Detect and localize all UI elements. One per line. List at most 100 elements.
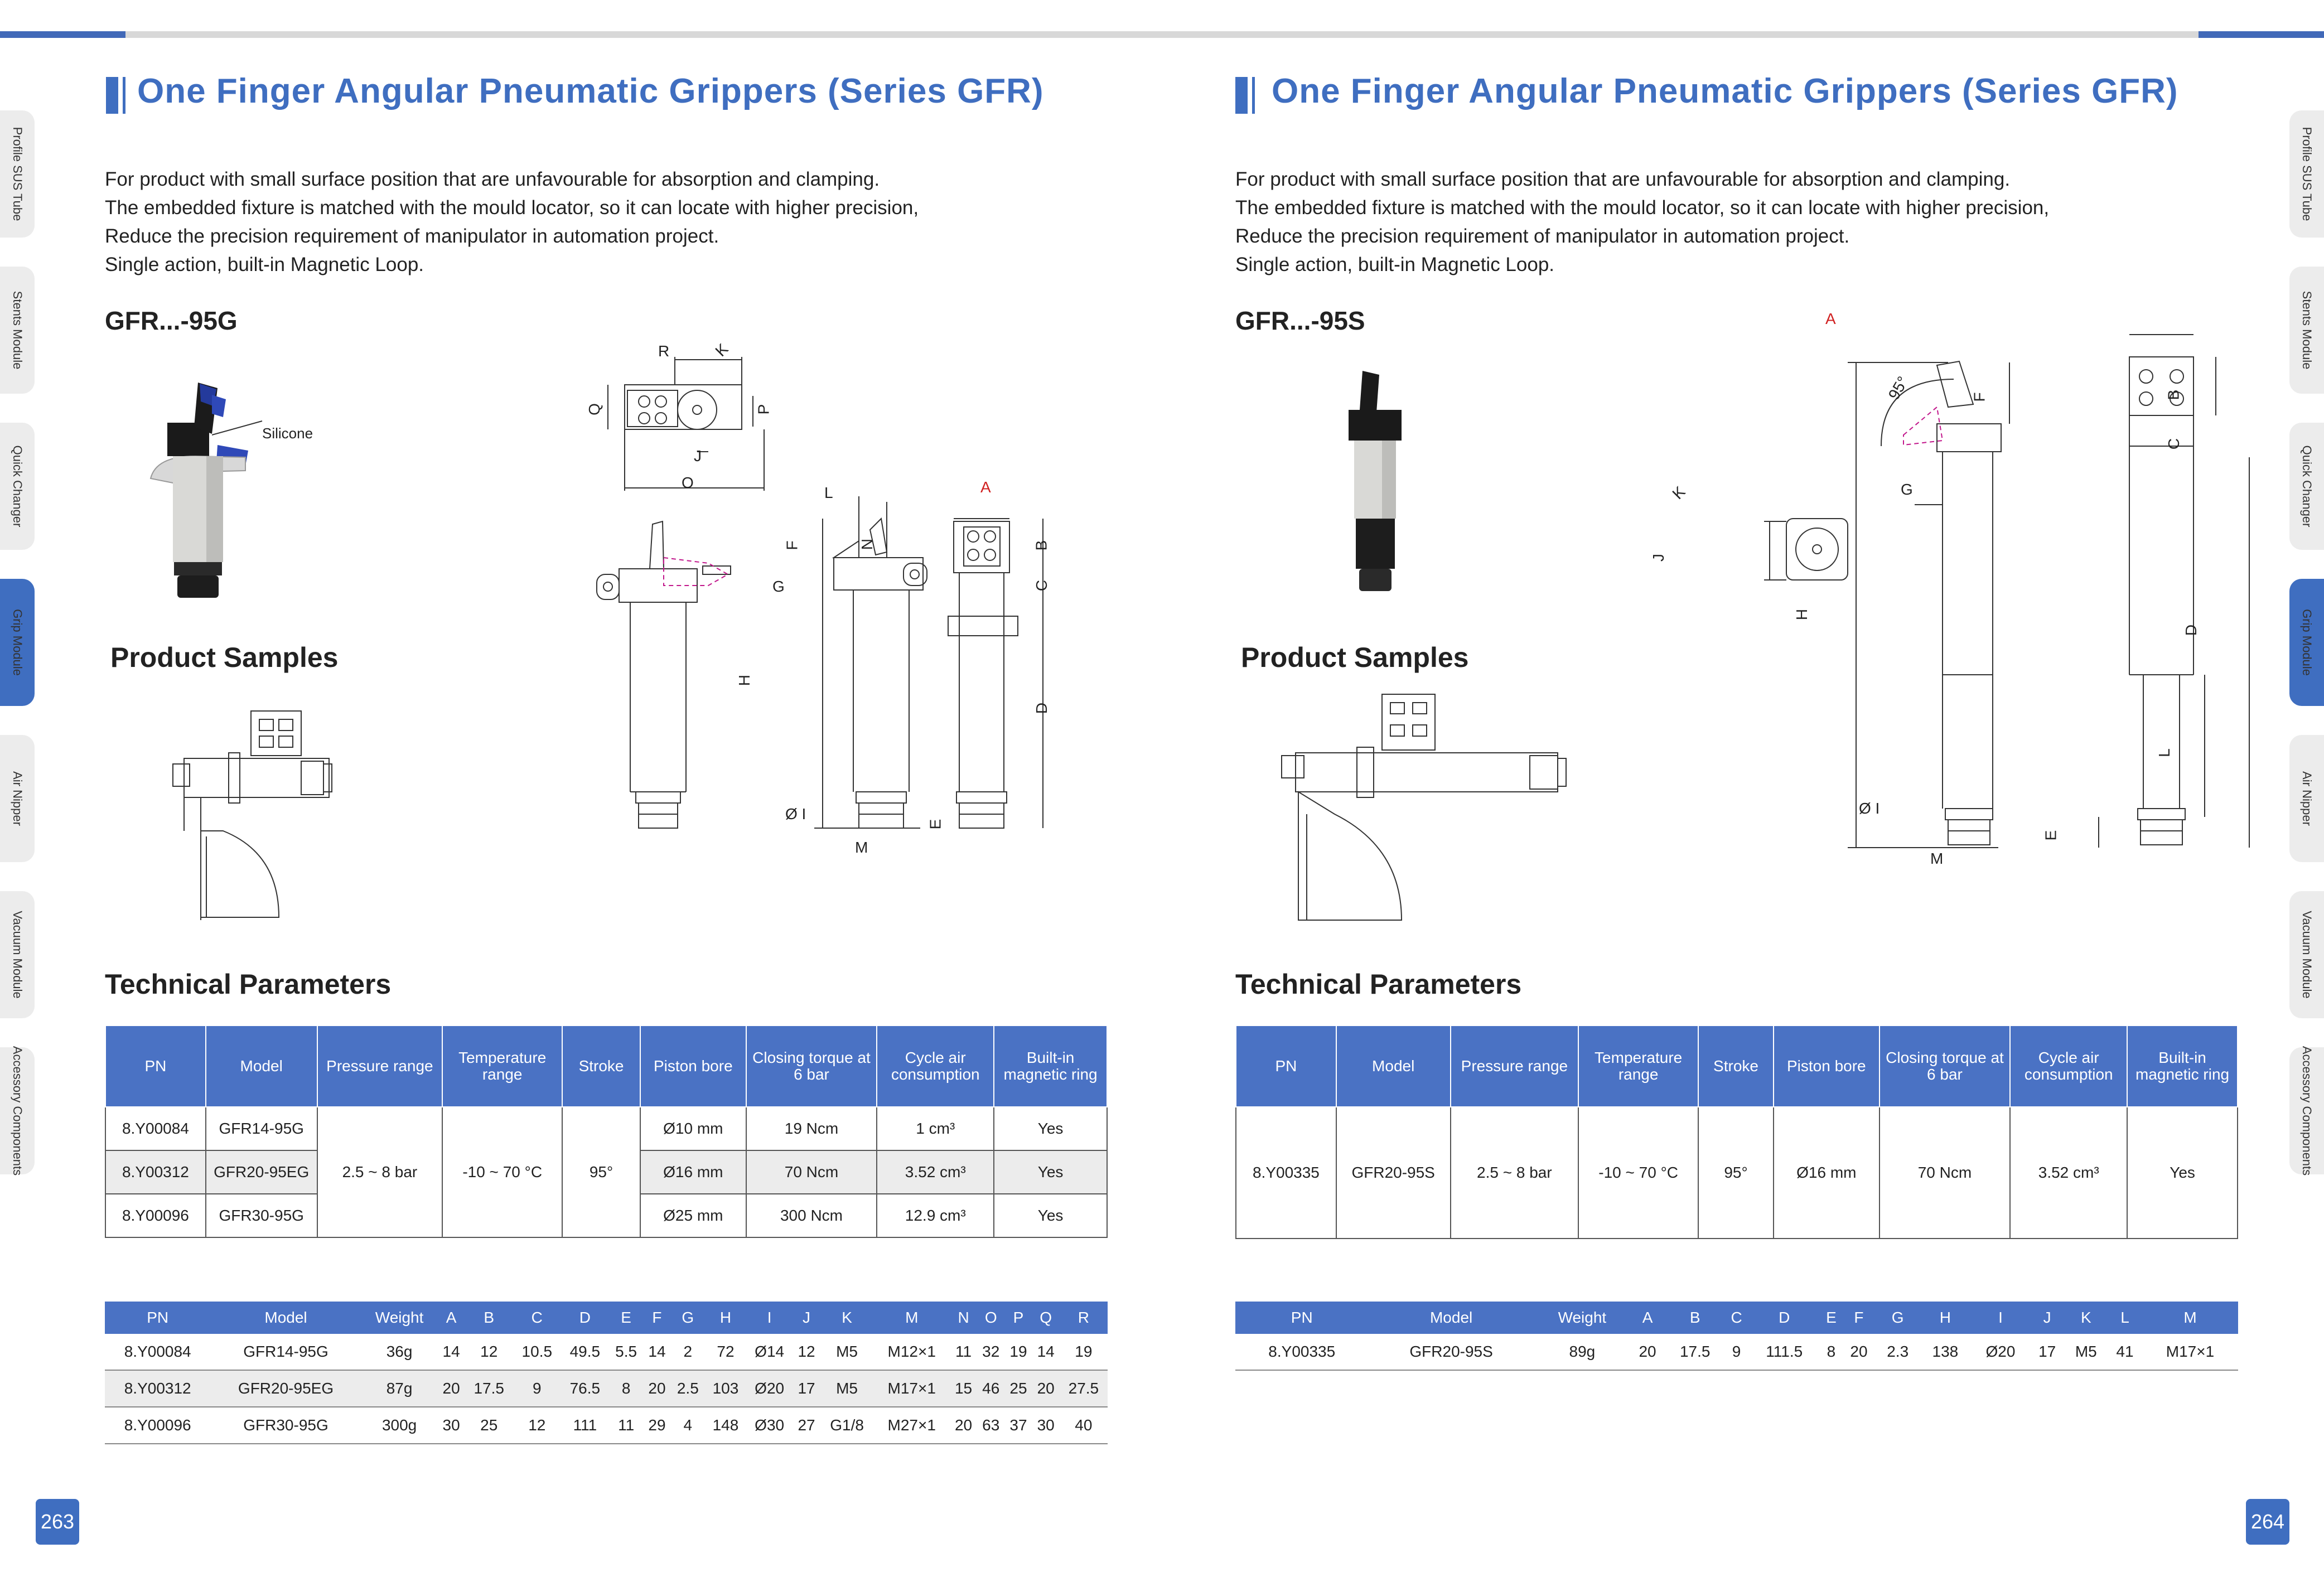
intro-text: For product with small surface position … bbox=[1235, 165, 2049, 279]
cell: 1 cm³ bbox=[876, 1106, 995, 1151]
cell: 15 bbox=[949, 1370, 978, 1407]
cell: 103 bbox=[705, 1370, 746, 1407]
cell: Ø16 mm bbox=[1772, 1106, 1880, 1239]
side-tab[interactable]: Accessory Components bbox=[0, 1046, 35, 1176]
side-tab[interactable]: Air Nipper bbox=[0, 735, 35, 862]
params-table: PN Model Pressure range Temperature rang… bbox=[1235, 1025, 2238, 1239]
cell: 111.5 bbox=[1747, 1334, 1821, 1371]
dim-label-d: D bbox=[2182, 624, 2200, 636]
col-header: O bbox=[977, 1302, 1005, 1334]
cell: M5 bbox=[820, 1370, 874, 1407]
dim-label-g: G bbox=[772, 578, 785, 595]
col-header: E bbox=[1820, 1302, 1842, 1334]
dim-label-a: A bbox=[980, 478, 991, 496]
cell: 10.5 bbox=[513, 1334, 561, 1371]
side-tab[interactable]: Air Nipper bbox=[2289, 735, 2324, 862]
dim-label-q: Q bbox=[585, 403, 603, 415]
samples-heading: Product Samples bbox=[110, 642, 339, 673]
dim-label-a: A bbox=[1825, 310, 1836, 327]
intro-line: Reduce the precision requirement of mani… bbox=[105, 225, 719, 247]
side-tab[interactable]: Grip Module bbox=[0, 579, 35, 706]
cell: 8.Y00312 bbox=[105, 1370, 211, 1407]
intro-line: The embedded fixture is matched with the… bbox=[105, 197, 919, 219]
cell: Yes bbox=[993, 1193, 1108, 1238]
cell: 300g bbox=[361, 1407, 438, 1444]
dim-label-j: J bbox=[1650, 554, 1667, 562]
col-header: Stroke bbox=[562, 1025, 641, 1107]
cell: 32 bbox=[977, 1334, 1005, 1371]
cell: 14 bbox=[437, 1334, 465, 1371]
col-header: I bbox=[746, 1302, 793, 1334]
side-tab[interactable]: Grip Module bbox=[2289, 579, 2324, 706]
cell: M12×1 bbox=[873, 1334, 950, 1371]
col-header: Model bbox=[1368, 1302, 1534, 1334]
cell: 2.5 ~ 8 bar bbox=[316, 1106, 443, 1238]
side-tab[interactable]: Accessory Components bbox=[2289, 1046, 2324, 1176]
silicone-label: Silicone bbox=[262, 425, 313, 442]
col-header: Piston bore bbox=[1772, 1025, 1880, 1107]
cell: 37 bbox=[1004, 1407, 1032, 1444]
top-rule-accent-left bbox=[0, 31, 125, 38]
cell: -10 ~ 70 °C bbox=[1578, 1106, 1699, 1239]
cell: 9 bbox=[513, 1370, 561, 1407]
col-header: Q bbox=[1032, 1302, 1060, 1334]
cell: Ø30 bbox=[746, 1407, 793, 1444]
dim-label-h: H bbox=[736, 674, 753, 686]
side-tab[interactable]: Stents Module bbox=[0, 267, 35, 394]
cell: 19 Ncm bbox=[745, 1106, 878, 1151]
cell: 2.5 ~ 8 bar bbox=[1450, 1106, 1579, 1239]
cell: 89g bbox=[1534, 1334, 1631, 1371]
side-tab[interactable]: Stents Module bbox=[2289, 267, 2324, 394]
col-header: H bbox=[705, 1302, 746, 1334]
col-header: B bbox=[1665, 1302, 1726, 1334]
cell: 4 bbox=[670, 1407, 706, 1444]
cell: 40 bbox=[1059, 1407, 1108, 1444]
dim-label-m: M bbox=[855, 839, 868, 856]
col-header: A bbox=[437, 1302, 465, 1334]
product-photo bbox=[149, 383, 248, 598]
cell: M5 bbox=[2064, 1334, 2108, 1371]
cell: 5.5 bbox=[608, 1334, 644, 1371]
samples-heading: Product Samples bbox=[1241, 642, 1469, 673]
sample-drawing bbox=[1281, 694, 1567, 921]
cell: 49.5 bbox=[561, 1334, 609, 1371]
cell: Ø10 mm bbox=[639, 1106, 747, 1151]
col-header: E bbox=[608, 1302, 644, 1334]
side-tab[interactable]: Profile SUS Tube bbox=[2289, 110, 2324, 238]
dim-label-f: F bbox=[1970, 392, 1988, 402]
col-header: F bbox=[1842, 1302, 1876, 1334]
cell: 27.5 bbox=[1059, 1370, 1108, 1407]
side-tab[interactable]: Quick Changer bbox=[0, 423, 35, 550]
cell: Yes bbox=[2127, 1106, 2238, 1239]
page-title: One Finger Angular Pneumatic Grippers (S… bbox=[1272, 72, 2178, 110]
cell: 11 bbox=[949, 1334, 978, 1371]
side-tab[interactable]: Quick Changer bbox=[2289, 423, 2324, 550]
col-header: L bbox=[2108, 1302, 2142, 1334]
col-header: Weight bbox=[1534, 1302, 1631, 1334]
col-header: I bbox=[1971, 1302, 2030, 1334]
intro-line: The embedded fixture is matched with the… bbox=[1235, 197, 2050, 219]
col-header: C bbox=[513, 1302, 561, 1334]
cell: 76.5 bbox=[561, 1370, 609, 1407]
table-row: 8.Y00312 GFR20-95EG Ø16 mm 70 Ncm 3.52 c… bbox=[105, 1150, 1108, 1194]
cell: GFR30-95G bbox=[205, 1193, 318, 1238]
cell: Ø20 bbox=[1971, 1334, 2030, 1371]
dim-label-j: J bbox=[694, 447, 702, 465]
cell: GFR20-95EG bbox=[205, 1150, 318, 1194]
cell: 20 bbox=[643, 1370, 671, 1407]
col-header: M bbox=[873, 1302, 950, 1334]
col-header: Pressure range bbox=[316, 1025, 443, 1107]
side-tab[interactable]: Vacuum Module bbox=[0, 891, 35, 1018]
cell: Ø20 bbox=[746, 1370, 793, 1407]
col-header: PN bbox=[1235, 1025, 1337, 1107]
cell: Ø14 bbox=[746, 1334, 793, 1371]
cell: 20 bbox=[437, 1370, 465, 1407]
col-header: Closing torque at 6 bar bbox=[745, 1025, 878, 1107]
side-tab[interactable]: Vacuum Module bbox=[2289, 891, 2324, 1018]
side-tab[interactable]: Profile SUS Tube bbox=[0, 110, 35, 238]
col-header: Cycle air consumption bbox=[2009, 1025, 2128, 1107]
top-rule bbox=[125, 31, 2199, 38]
cell: M5 bbox=[820, 1334, 874, 1371]
